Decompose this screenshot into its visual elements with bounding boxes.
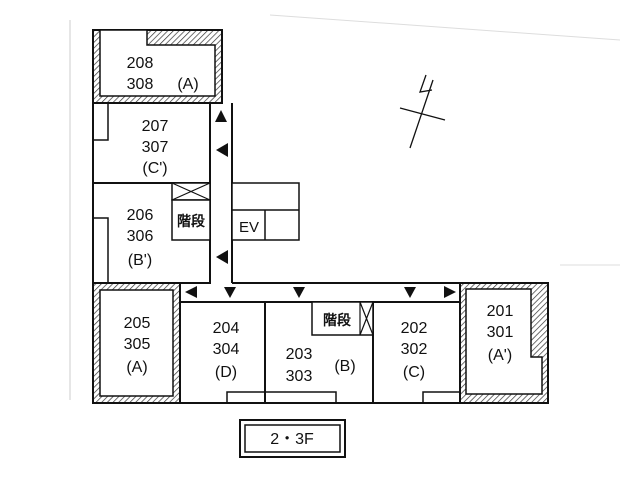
arrow-right-icon <box>444 286 456 298</box>
north-arrow-icon <box>399 74 446 149</box>
elevator <box>231 182 300 241</box>
room-number-205: 205 <box>124 315 151 332</box>
room-number-206: 206 <box>127 207 154 224</box>
arrow-down-icon <box>224 287 236 298</box>
room-number-302: 302 <box>401 341 428 358</box>
room-number-301: 301 <box>487 324 514 341</box>
room-type-208: (A) <box>177 76 198 93</box>
room-205 <box>92 282 181 404</box>
room-type-205: (A) <box>126 359 147 376</box>
elevator-label: EV <box>239 219 259 236</box>
arrow-left-icon <box>216 143 228 157</box>
room-type-206: (B') <box>128 252 152 269</box>
room-type-204: (D) <box>215 364 237 381</box>
floor-label: 2・3F <box>270 431 314 448</box>
arrow-left-icon <box>185 286 197 298</box>
arrow-left-icon <box>216 250 228 264</box>
room-number-304: 304 <box>213 341 240 358</box>
room-type-202: (C) <box>403 364 425 381</box>
room-204 <box>179 301 266 404</box>
room-number-307: 307 <box>142 139 169 156</box>
room-type-207: (C') <box>142 160 167 177</box>
stairs-label-top: 階段 <box>177 213 205 229</box>
arrow-down-icon <box>293 287 305 298</box>
floor-badge: 2・3F <box>239 419 346 458</box>
room-number-208: 208 <box>127 55 154 72</box>
room-number-202: 202 <box>401 320 428 337</box>
room-208 <box>92 29 223 104</box>
corridor-horizontal <box>180 282 460 303</box>
room-number-207: 207 <box>142 118 169 135</box>
room-number-308: 308 <box>127 76 154 93</box>
room-number-306: 306 <box>127 228 154 245</box>
stairs-label-bottom: 階段 <box>323 312 351 328</box>
room-201 <box>459 282 549 404</box>
arrow-up-icon <box>215 110 227 122</box>
room-202 <box>372 301 461 404</box>
room-number-201: 201 <box>487 303 514 320</box>
stairs-bottom <box>311 301 374 336</box>
evacuation-arrows <box>185 110 456 298</box>
room-number-203: 203 <box>286 346 313 363</box>
room-type-203: (B) <box>334 358 355 375</box>
stairs-top <box>171 182 211 241</box>
room-number-305: 305 <box>124 336 151 353</box>
arrow-down-icon <box>404 287 416 298</box>
room-type-201: (A') <box>488 347 512 364</box>
room-number-303: 303 <box>286 368 313 385</box>
room-labels: 208 308 (A) 207 307 (C') 206 306 (B') 20… <box>124 55 514 385</box>
room-number-204: 204 <box>213 320 240 337</box>
room-207 <box>92 102 211 184</box>
